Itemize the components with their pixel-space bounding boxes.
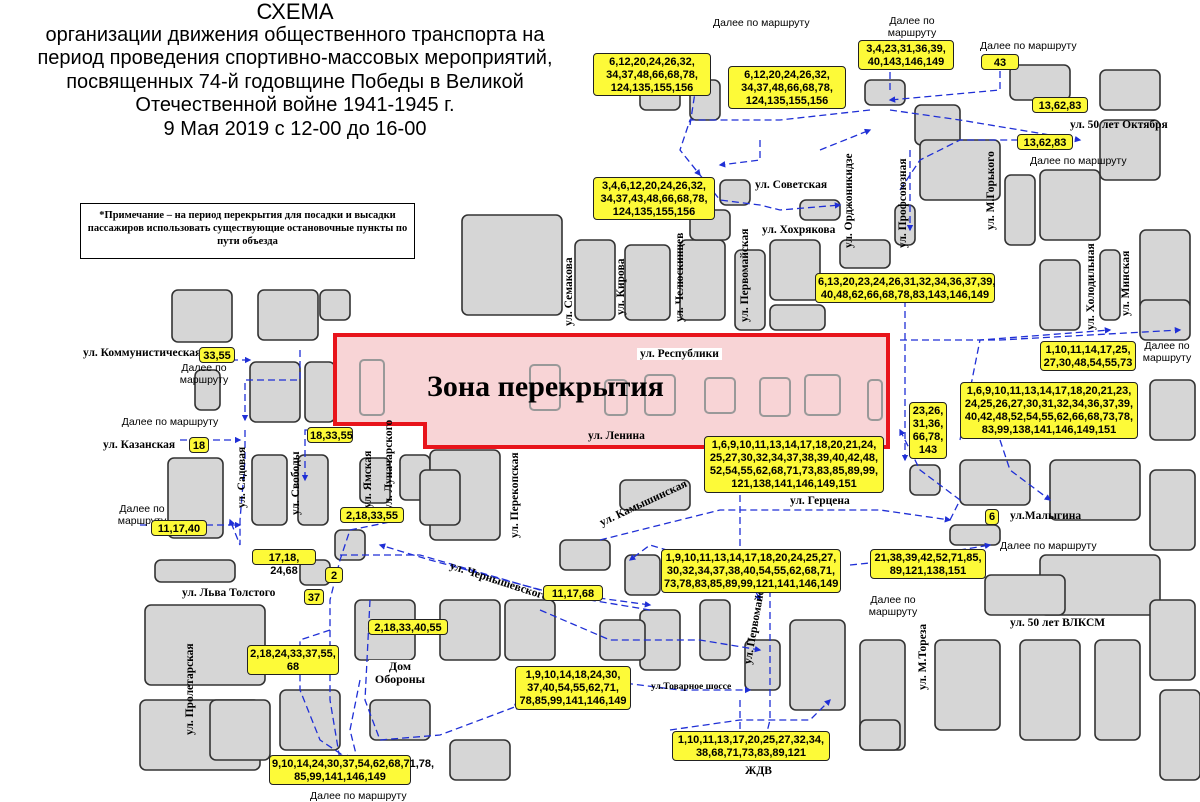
dom-oborony-label: Дом Обороны xyxy=(369,660,431,688)
further-label-oktyabrya: Далее по маршруту xyxy=(1030,155,1127,167)
routes-box-2-18-24-33-37-55-68: 2,18,24,33,37,55, 68 xyxy=(247,645,339,675)
routes-box-top-b: 6,12,20,24,26,32, 34,37,48,66,68,78, 124… xyxy=(728,66,846,109)
street-pervomayskaya: ул. Первомайская xyxy=(739,228,751,322)
routes-box-zhdv: 1,10,11,13,17,20,25,27,32,34, 38,68,71,7… xyxy=(672,731,830,761)
closure-zone xyxy=(333,333,890,449)
street-sovetskaya: ул. Советская xyxy=(755,179,828,191)
routes-box-11-17-68: 11,17,68 xyxy=(543,585,603,601)
street-kommunisticheskaya: ул. Коммунистическая xyxy=(83,347,202,359)
routes-box-33-55: 33,55 xyxy=(199,347,235,363)
street-50-let-vlksm: ул. 50 лет ВЛКСМ xyxy=(1010,617,1106,629)
street-kazanskaya: ул. Казанская xyxy=(103,439,176,451)
street-tovarnoe-shosse: ул.Товарное шоссе xyxy=(651,682,732,692)
street-sadovaya: ул. Садовая xyxy=(236,446,248,508)
street-kirova: ул. Кирова xyxy=(615,258,627,315)
street-50-let-oktyabrya: ул. 50 лет Октября xyxy=(1070,119,1168,131)
street-minskaya: ул. Минская xyxy=(1120,250,1132,316)
title-line-2: период проведения спортивно-массовых мер… xyxy=(37,47,553,69)
title-line-1: организации движения общественного транс… xyxy=(45,23,545,46)
street-chelyuskintsev: ул. Челюскинцев xyxy=(674,232,686,322)
further-label-top-right-b: Далее по маршруту xyxy=(980,40,1077,52)
routes-box-2-18-33-40-55: 2,18,33,40,55 xyxy=(368,619,448,635)
street-yamskaya: ул. Ямская xyxy=(362,450,374,508)
routes-box-2: 2 xyxy=(325,567,343,583)
routes-box-bottom: 9,10,14,24,30,37,54,62,68,71,78, 85,99,1… xyxy=(269,755,434,785)
street-gertsena: ул. Герцена xyxy=(790,495,850,507)
map-title: СХЕМА организации движения общественного… xyxy=(0,0,590,141)
routes-box-43: 43 xyxy=(981,54,1019,70)
note-box: *Примечание – на период перекрытия для п… xyxy=(80,203,415,259)
routes-box-right-2: 1,6,9,10,11,13,14,17,18,20,21,23, 24,25,… xyxy=(960,382,1138,439)
routes-box-gertsena: 1,9,10,11,13,14,17,18,20,24,25,27, 30,32… xyxy=(661,549,841,593)
routes-box-18: 18 xyxy=(189,437,209,453)
routes-box-2-18-33-55: 2,18,33,55 xyxy=(340,507,404,523)
routes-box-6: 6 xyxy=(985,509,999,525)
street-proletarskaya: ул. Пролетарская xyxy=(184,643,196,735)
routes-box-18-33-55: 18,33,55 xyxy=(307,427,353,443)
street-perekopskaya: ул. Перекопская xyxy=(509,452,521,538)
zhdv-label: ЖДВ xyxy=(745,765,772,777)
further-label-top-right-a: Далее по маршруту xyxy=(887,15,937,39)
routes-box-profsoyuznaya: 6,13,20,23,24,26,31,32,34,36,37,39, 40,4… xyxy=(815,273,995,303)
routes-box-malygina: 21,38,39,42,52,71,85, 89,121,138,151 xyxy=(870,549,986,579)
street-profsoyuznaya: ул. Профсоюзная xyxy=(897,158,909,248)
building-blocks xyxy=(139,59,1200,781)
street-malygina: ул.Малыгина xyxy=(1010,510,1082,522)
further-label-top-center: Далее по маршруту xyxy=(713,17,810,29)
routes-box-sovetskaya: 3,4,6,12,20,24,26,32, 34,37,43,48,66,68,… xyxy=(593,177,715,220)
further-label-kommunisticheskaya: Далее по маршруту xyxy=(179,362,229,386)
further-label-right-edge: Далее по маршруту xyxy=(1142,340,1192,364)
routes-box-top-c: 3,4,23,31,36,39, 40,143,146,149 xyxy=(858,40,954,70)
title-line-4: Отечественной войне 1941-1945 г. xyxy=(135,94,455,116)
routes-box-13-62-83-b: 13,62,83 xyxy=(1017,134,1073,150)
further-label-kazanskaya: Далее по маршруту xyxy=(121,416,219,428)
routes-box-lenina: 1,6,9,10,11,13,14,17,18,20,21,24, 25,27,… xyxy=(704,436,884,493)
routes-box-top-a: 6,12,20,24,26,32, 34,37,48,66,68,78, 124… xyxy=(593,53,711,96)
further-label-sadovaya: Далее по маршруту xyxy=(117,503,167,527)
routes-box-37: 37 xyxy=(304,589,324,605)
routes-box-11-17-40-left: 11,17,40 xyxy=(151,520,207,536)
street-semakova: ул. Семакова xyxy=(563,257,575,326)
routes-box-17-18-24-68: 17,18, 24,68 xyxy=(252,549,316,577)
street-m-toreza: ул. М.Тореза xyxy=(917,623,929,690)
street-lva-tolstogo: ул. Льва Толстого xyxy=(182,587,276,599)
street-lenina: ул. Ленина xyxy=(588,430,645,442)
street-ordzhonikidze: ул. Орджоникидзе xyxy=(843,153,855,248)
street-svobody: ул. Свободы xyxy=(290,451,302,515)
routes-box-tovarnoe: 1,9,10,14,18,24,30, 37,40,54,55,62,71, 7… xyxy=(515,666,631,710)
title-line-3: посвященных 74-й годовщине Победы в Вели… xyxy=(66,70,524,93)
title-heading: СХЕМА xyxy=(256,0,334,24)
title-line-5: 9 Мая 2019 с 12-00 до 16-00 xyxy=(163,117,427,140)
routes-box-right-1: 1,10,11,14,17,25, 27,30,48,54,55,73 xyxy=(1040,341,1136,371)
routes-box-23-26: 23,26, 31,36, 66,78, 143 xyxy=(909,402,947,459)
further-label-bottom: Далее по маршруту xyxy=(310,790,407,802)
street-respubliki: ул. Республики xyxy=(637,348,722,360)
further-label-vlksm: Далее по маршруту xyxy=(868,594,918,618)
street-kholodilnaya: ул. Холодильная xyxy=(1085,243,1097,330)
routes-box-13-62-83-a: 13,62,83 xyxy=(1032,97,1088,113)
closure-zone-label: Зона перекрытия xyxy=(427,370,664,403)
street-khokhryakova: ул. Хохрякова xyxy=(762,224,836,236)
further-label-malygina: Далее по маршруту xyxy=(1000,540,1097,552)
street-lunacharskogo: ул. Луначарского xyxy=(383,419,395,510)
street-m-gorkogo: ул. М.Горького xyxy=(985,151,997,230)
